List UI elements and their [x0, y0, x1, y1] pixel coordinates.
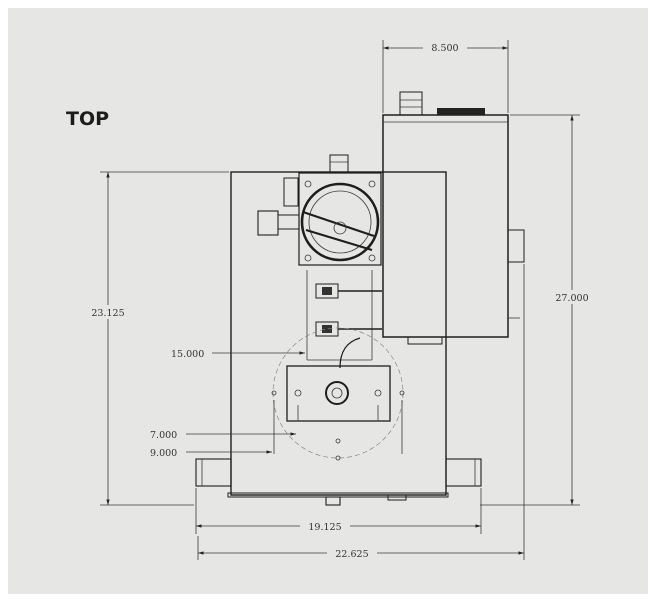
sensor-connectors	[315, 283, 382, 369]
flange-plate	[271, 327, 405, 461]
dim-height-left: 23.125	[91, 308, 124, 319]
dim-offset: 15.000	[171, 349, 204, 360]
upper-enclosure	[382, 91, 525, 345]
side-valve	[257, 210, 279, 236]
dim-inner-2: 9.000	[150, 448, 177, 459]
inner-partition	[306, 270, 373, 361]
bottom-knob	[325, 496, 341, 506]
left-pipe-stub	[195, 458, 232, 487]
right-pipe-stub	[445, 458, 482, 487]
main-housing	[195, 171, 482, 506]
dimension-lines	[100, 40, 580, 560]
cable-gland-top	[399, 91, 423, 116]
top-connector-strip	[437, 108, 485, 115]
side-fitting	[507, 229, 525, 263]
junction-box	[257, 154, 382, 266]
dim-height-right: 27.000	[555, 293, 588, 304]
dimension-labels: 8.500 23.125 27.000 15.000 7.000 9.000 1…	[86, 41, 594, 560]
dim-inner-1: 7.000	[150, 430, 177, 441]
drawing-sheet	[8, 8, 648, 594]
dim-bottom-1: 19.125	[308, 522, 341, 533]
dim-bottom-2: 22.625	[335, 549, 368, 560]
dim-width-top: 8.500	[431, 43, 458, 54]
view-title: TOP	[66, 108, 109, 130]
